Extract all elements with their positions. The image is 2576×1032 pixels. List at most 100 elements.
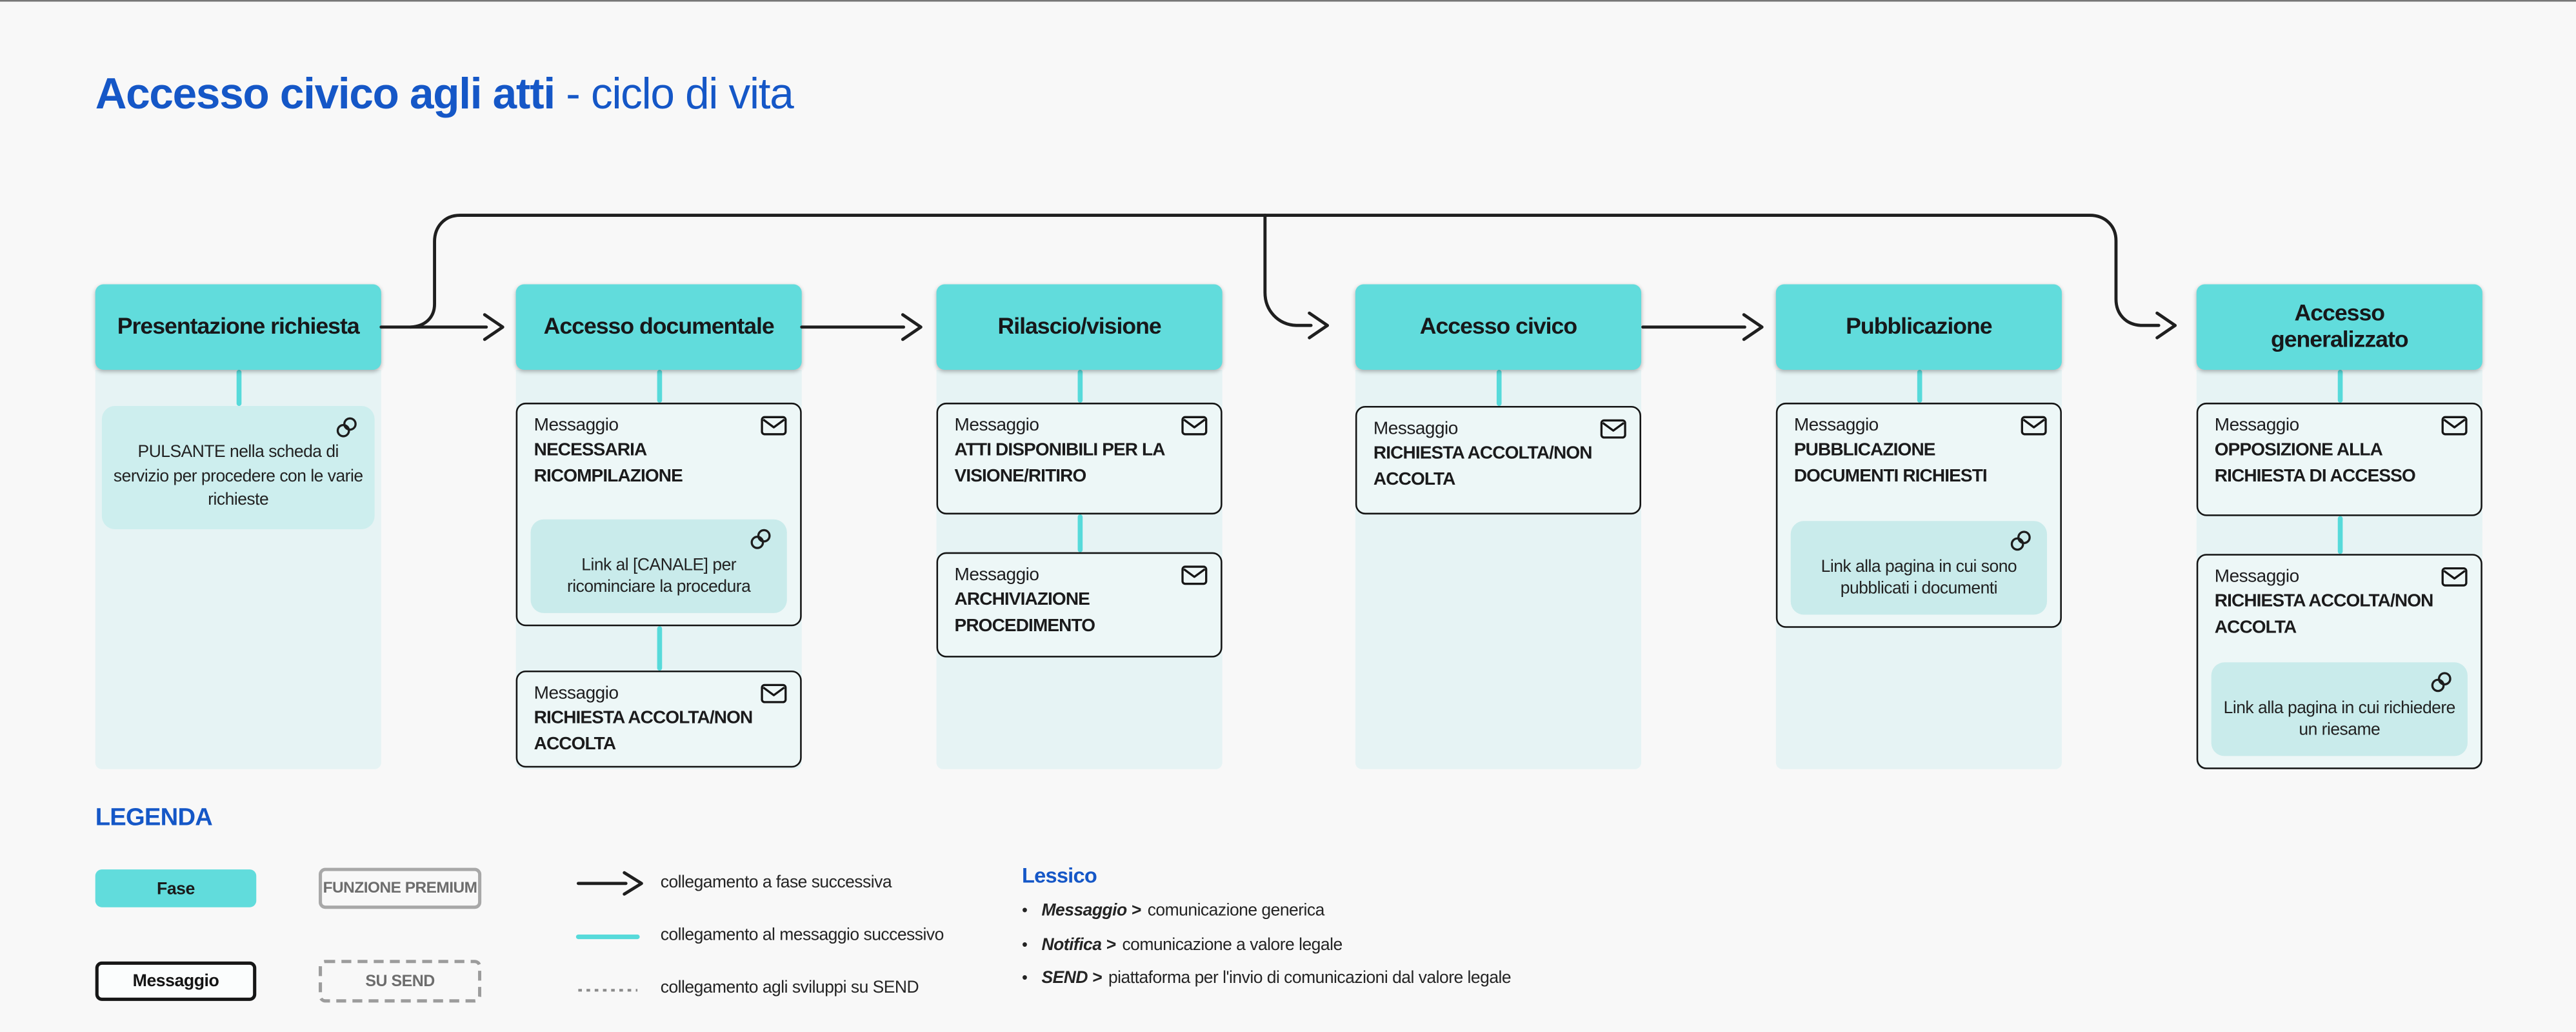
lessico-term: Notifica > <box>1041 936 1116 955</box>
phase-label: Accesso civico <box>1419 312 1577 339</box>
legend-premium-label: FUNZIONE PREMIUM <box>323 879 477 898</box>
message-connector-line <box>1916 369 1922 403</box>
lessico-item: •SEND >piattaforma per l'invio di comuni… <box>1021 969 1512 988</box>
link-icon <box>336 417 357 438</box>
message-connector-line <box>1077 369 1082 403</box>
lessico-item: • Notifica > comunicazione a valore legale <box>1022 936 1511 955</box>
mail-icon <box>2441 567 2468 587</box>
message-connector-line <box>235 369 241 407</box>
phase-label: Presentazione richiesta <box>117 312 360 339</box>
legend-messaggio-box: Messaggio <box>95 961 257 1001</box>
page-title-bold: Accesso civico agli atti <box>95 68 555 119</box>
phase-box: Pubblicazione <box>1775 284 2062 370</box>
lessico-term: SEND > <box>1041 969 1103 988</box>
link-chip-text: PULSANTE nella scheda di servizio per pr… <box>113 444 363 509</box>
legend-arrow-black-label: collegamento a fase successiva <box>660 874 892 893</box>
message-connector-line <box>2337 369 2342 403</box>
link-chip: PULSANTE nella scheda di servizio per pr… <box>101 406 375 529</box>
legend-fase-box: Fase <box>95 869 257 907</box>
bullet-icon: • <box>1021 936 1028 955</box>
message-title: RICHIESTA ACCOLTA/NON ACCOLTA <box>534 708 754 754</box>
link-chip-text: Link alla pagina in cui richiedere un ri… <box>2223 700 2456 740</box>
message-kicker: Messaggio <box>954 416 1039 436</box>
legend-messaggio-label: Messaggio <box>132 971 219 991</box>
lessico-section: Lessico • Messaggio > comunicazione generi… <box>1021 862 1512 989</box>
legend-heading: LEGENDA <box>95 804 213 832</box>
message-kicker: Messaggio <box>534 683 619 703</box>
message-title: ATTI DISPONIBILI PER LA VISIONE/RITIRO <box>954 440 1165 486</box>
arrow-fase-1-2 <box>379 313 504 341</box>
message-title: RICHIESTA ACCOLTA/NON ACCOLTA <box>2214 591 2434 637</box>
link-chip: Link alla pagina in cui richiedere un ri… <box>2211 662 2468 756</box>
phase-box: Accesso civico <box>1355 284 1642 370</box>
arrow-fase-2-3 <box>800 313 923 341</box>
link-chip-text: Link al [CANALE] per ricominciare la pro… <box>566 556 751 598</box>
lessico-heading: Lessico <box>1021 862 1097 888</box>
mail-icon <box>1181 565 1208 585</box>
lessico-item: • Messaggio > comunicazione generica <box>1022 902 1511 921</box>
lessico-term: Messaggio > <box>1041 902 1142 921</box>
lessico-desc: comunicazione generica <box>1147 902 1325 921</box>
message-connector-line <box>2337 516 2342 554</box>
legend-susend-box: SU SEND <box>319 960 482 1003</box>
message-kicker: Messaggio <box>954 565 1039 585</box>
column-background: PULSANTE nella scheda di servizio per pr… <box>95 369 381 769</box>
legend-premium-box: FUNZIONE PREMIUM <box>319 867 482 909</box>
link-icon <box>2431 672 2451 693</box>
message-kicker: Messaggio <box>2214 416 2299 436</box>
phase-box: Rilascio/visione <box>936 284 1223 370</box>
page-title: Accesso civico agli atti - ciclo di vita <box>95 68 794 119</box>
mail-icon <box>2441 416 2468 436</box>
legend-teal-line-label: collegamento al messaggio successivo <box>660 927 944 946</box>
mail-icon <box>761 683 787 703</box>
message-connector-line <box>656 626 661 671</box>
message-connector-line <box>656 369 661 403</box>
phase-label: Accesso generalizzato <box>2270 299 2409 352</box>
bullet-icon: • <box>1021 969 1028 988</box>
legend-fase-label: Fase <box>156 878 195 898</box>
message-title: ARCHIVIAZIONE PROCEDIMENTO <box>954 590 1096 636</box>
message-title: OPPOSIZIONE ALLA RICHIESTA DI ACCESSO <box>2214 440 2416 486</box>
link-chip: Link alla pagina in cui sono pubblicati … <box>1790 521 2048 615</box>
page-title-light: - ciclo di vita <box>554 68 794 119</box>
bullet-icon: • <box>1021 902 1028 921</box>
message-title: NECESSARIA RICOMPILAZIONE <box>534 440 683 486</box>
message-connector-line <box>1495 369 1501 407</box>
link-chip: Link al [CANALE] per ricominciare la pro… <box>530 519 787 613</box>
arrow-fase-4-5 <box>1641 313 1764 341</box>
phase-box: Accesso documentale <box>515 284 802 370</box>
phase-box: Accesso generalizzato <box>2196 284 2482 370</box>
legend-susend-label: SU SEND <box>365 972 435 991</box>
message-kicker: Messaggio <box>1373 419 1458 439</box>
message-kicker: Messaggio <box>534 416 619 436</box>
link-chip-text: Link alla pagina in cui sono pubblicati … <box>1821 558 2017 599</box>
message-title: RICHIESTA ACCOLTA/NON ACCOLTA <box>1373 443 1593 489</box>
phase-label: Pubblicazione <box>1846 312 1993 339</box>
phase-box: Presentazione richiesta <box>95 284 381 370</box>
message-kicker: Messaggio <box>1793 416 1879 436</box>
phase-label: Rilascio/visione <box>997 312 1161 339</box>
message-kicker: Messaggio <box>2214 567 2299 587</box>
link-icon <box>2010 531 2031 551</box>
lessico-desc: comunicazione a valore legale <box>1122 936 1343 955</box>
message-title: PUBBLICAZIONE DOCUMENTI RICHIESTI <box>1793 440 1988 486</box>
link-icon <box>750 529 771 549</box>
mail-icon <box>1181 416 1208 436</box>
